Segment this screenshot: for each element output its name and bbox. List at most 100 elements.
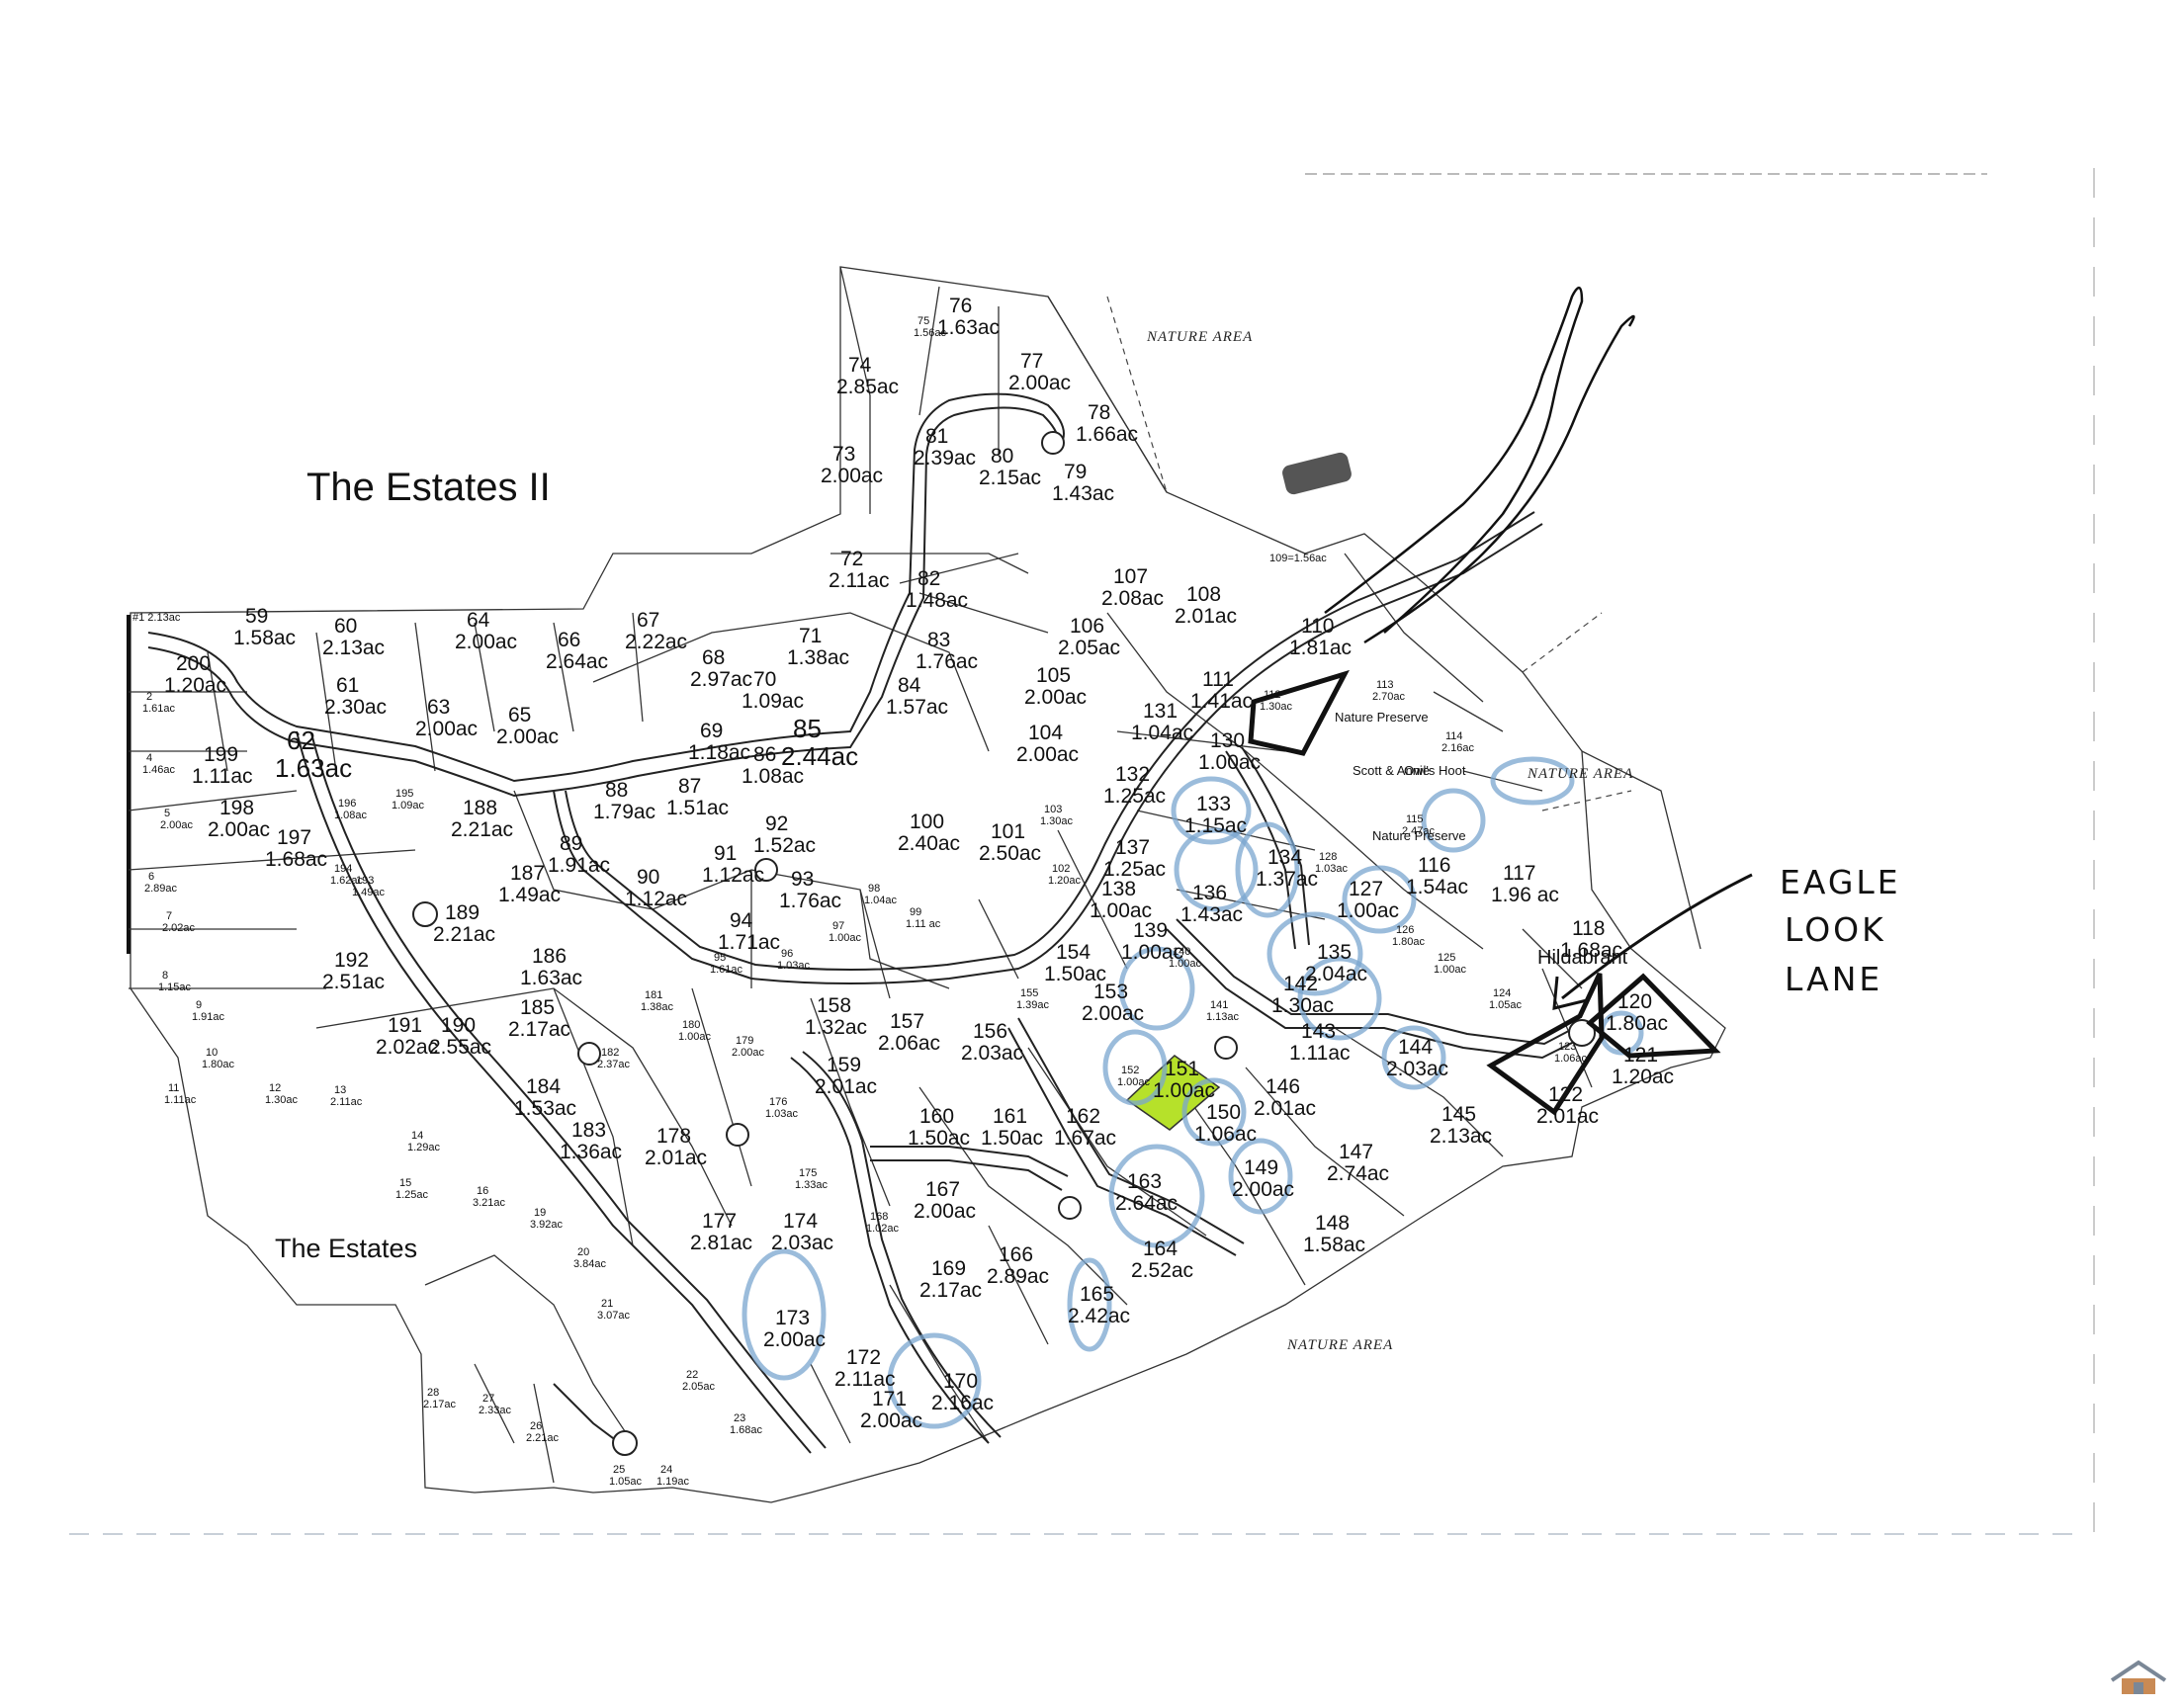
- lot-87[interactable]: 871.51ac: [666, 775, 729, 819]
- lot-81[interactable]: 812.39ac: [914, 425, 976, 470]
- lot-65[interactable]: 652.00ac: [496, 704, 559, 748]
- lot-109[interactable]: 109=1.56ac: [1269, 553, 1327, 564]
- lot-59[interactable]: 591.58ac: [233, 605, 296, 649]
- lot-9[interactable]: 91.91ac: [192, 999, 225, 1023]
- lot-10[interactable]: 101.80ac: [202, 1047, 235, 1070]
- lot-12[interactable]: 121.30ac: [265, 1082, 299, 1106]
- lot-69[interactable]: 691.18ac: [688, 720, 750, 764]
- lot-94[interactable]: 941.71ac: [718, 909, 780, 954]
- lot-97[interactable]: 971.00ac: [829, 920, 862, 944]
- lot-19[interactable]: 193.92ac: [530, 1207, 564, 1231]
- lot-21[interactable]: 213.07ac: [597, 1298, 631, 1322]
- lot-14[interactable]: 141.29ac: [407, 1130, 441, 1153]
- lot-95[interactable]: 951.61ac: [710, 952, 743, 976]
- lot-89[interactable]: 891.91ac: [548, 832, 610, 877]
- lot-27[interactable]: 272.33ac: [479, 1393, 512, 1416]
- lot-13[interactable]: 132.11ac: [330, 1084, 363, 1108]
- lot-16[interactable]: 163.21ac: [473, 1185, 506, 1209]
- lot-5[interactable]: 52.00ac: [160, 808, 194, 831]
- lot-23[interactable]: 231.68ac: [730, 1412, 763, 1436]
- lot-15[interactable]: 151.25ac: [395, 1177, 429, 1201]
- lot-8[interactable]: 81.15ac: [158, 970, 192, 993]
- lot-71[interactable]: 711.38ac: [787, 625, 849, 669]
- lot-11[interactable]: 111.11ac: [164, 1082, 197, 1106]
- lot-24[interactable]: 241.19ac: [656, 1464, 690, 1488]
- lot-25[interactable]: 251.05ac: [609, 1464, 643, 1488]
- lot-79[interactable]: 791.43ac: [1052, 461, 1114, 505]
- lot-82[interactable]: 821.48ac: [906, 567, 968, 612]
- lot-88[interactable]: 881.79ac: [593, 779, 655, 823]
- lot-6[interactable]: 62.89ac: [144, 871, 178, 895]
- lot-28[interactable]: 282.17ac: [423, 1387, 457, 1410]
- lot-83[interactable]: 831.76ac: [916, 629, 978, 673]
- lot-99[interactable]: 991.11 ac: [906, 906, 941, 930]
- lot-67[interactable]: 672.22ac: [625, 609, 687, 653]
- lot-64[interactable]: 642.00ac: [455, 609, 517, 653]
- lot-76[interactable]: 761.63ac: [937, 295, 1000, 339]
- lot-77[interactable]: 772.00ac: [1008, 350, 1071, 394]
- lot-74[interactable]: 742.85ac: [836, 354, 899, 398]
- lot-66[interactable]: 662.64ac: [546, 629, 608, 673]
- lot-75[interactable]: 751.56ac: [914, 315, 947, 339]
- lot-90[interactable]: 901.12ac: [625, 866, 687, 910]
